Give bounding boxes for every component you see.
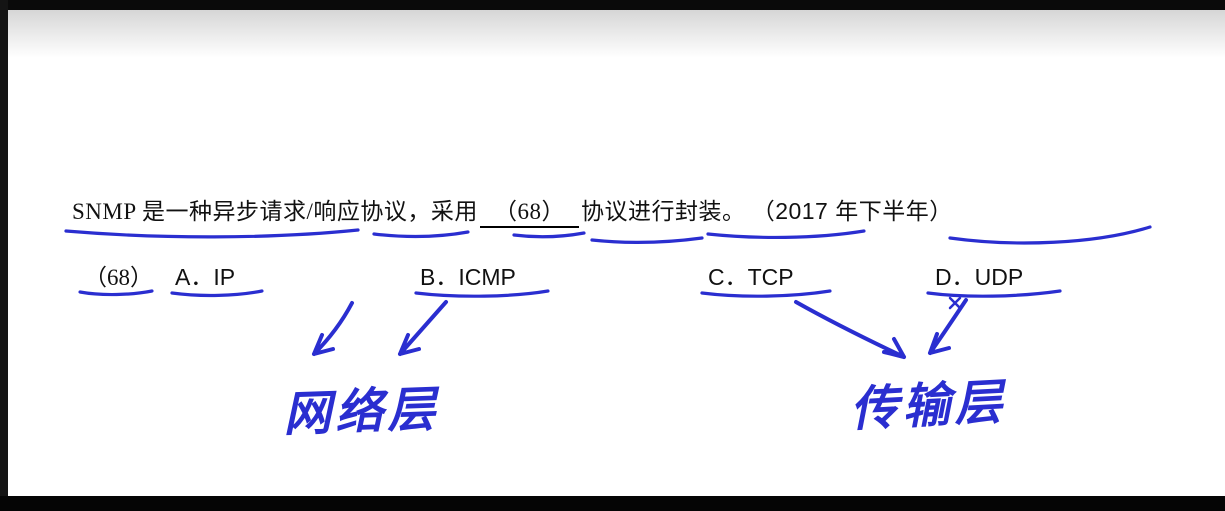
top-chrome-bar — [0, 0, 1225, 10]
arrow-ink-from-d — [928, 298, 968, 355]
bottom-chrome-bar — [0, 496, 1225, 511]
question-text-after-blank: 协议进行封装。 — [580, 199, 746, 224]
underline-ink-question-1 — [64, 228, 360, 239]
handwritten-transport-layer-label: 传输层 — [848, 373, 1008, 439]
underline-ink-question-2 — [372, 230, 470, 239]
option-d: D．UDP — [935, 264, 1024, 290]
question-source-year: （2017 年下半年） — [751, 198, 953, 224]
top-gradient — [0, 10, 1225, 58]
arrow-ink-from-a — [312, 301, 354, 356]
arrow-ink-from-c — [794, 300, 906, 359]
underline-ink-blank — [590, 236, 704, 245]
arrow-ink-from-b — [398, 300, 448, 356]
option-c: C．TCP — [708, 264, 794, 290]
blank-number: （68） — [493, 199, 565, 224]
options-row: （68） A．IP B．ICMP C．TCP D．UDP — [0, 258, 1225, 290]
pen-mark-ink-under-d — [948, 296, 962, 310]
left-edge-strip — [0, 0, 8, 511]
fill-in-blank-68: （68） — [479, 192, 579, 228]
question-line: SNMP 是一种异步请求/响应协议，采用 （68） 协议进行封装。 （2017 年下… — [72, 192, 953, 228]
option-a: A．IP — [175, 264, 236, 290]
handwritten-network-layer-label: 网络层 — [282, 381, 441, 443]
underline-ink-fengzhuang — [706, 229, 866, 240]
underline-ink-caiyong — [512, 231, 586, 239]
option-number: （68） — [84, 265, 153, 290]
option-b: B．ICMP — [420, 264, 516, 290]
underline-ink-year — [948, 225, 1152, 245]
question-text-before-blank: SNMP 是一种异步请求/响应协议，采用 — [72, 199, 478, 224]
